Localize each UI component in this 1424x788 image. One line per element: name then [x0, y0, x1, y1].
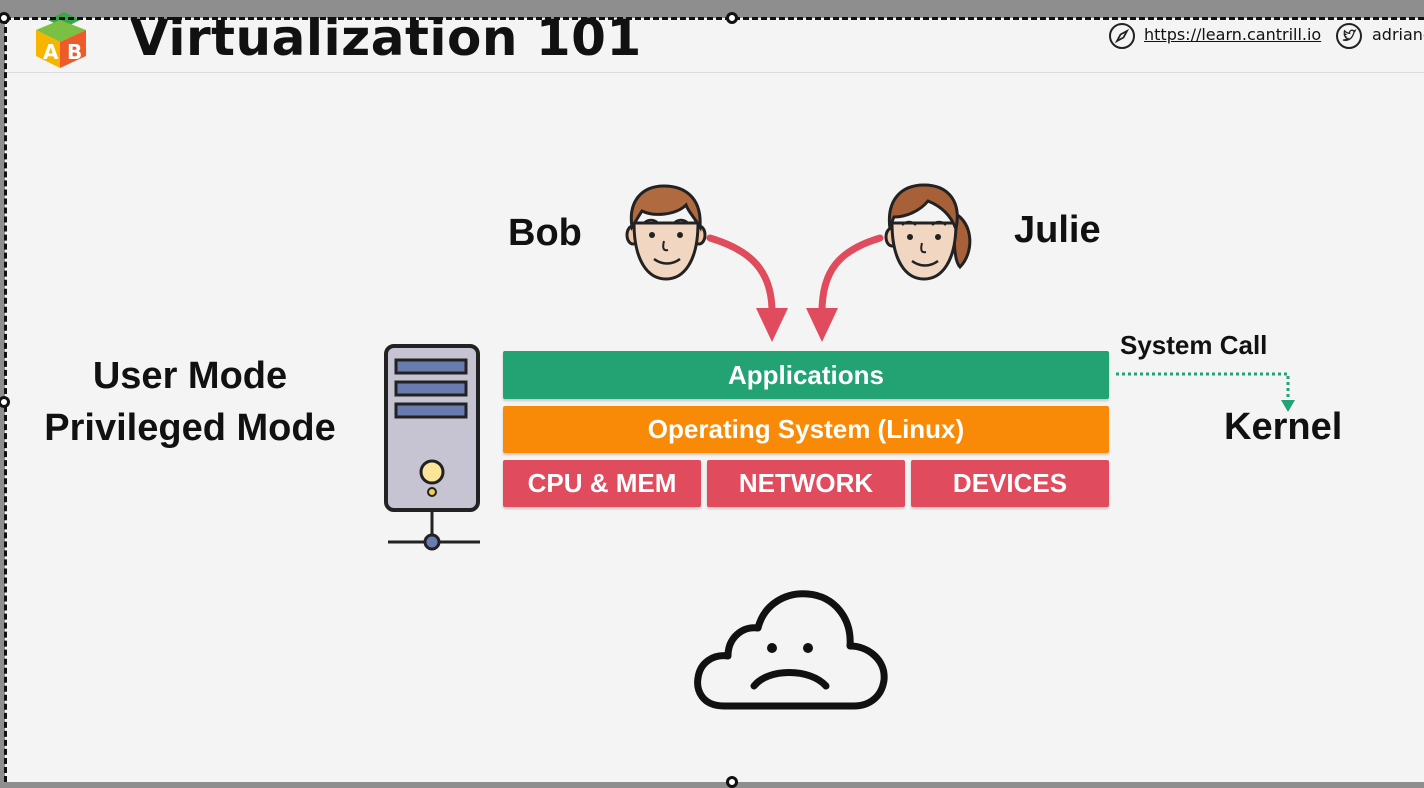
bob-label: Bob [508, 212, 582, 254]
julie-avatar-icon [884, 183, 972, 281]
selection-handle-bottom-center[interactable] [726, 776, 738, 788]
cpu-mem-layer: CPU & MEM [503, 460, 701, 507]
sad-cloud-icon [694, 590, 888, 710]
julie-arrow-icon [818, 234, 884, 316]
bob-avatar-icon [625, 184, 707, 281]
twitter-handle[interactable]: adrianc [1372, 25, 1424, 44]
svg-text:A: A [43, 40, 59, 64]
kernel-label: Kernel [1224, 406, 1343, 448]
svg-text:B: B [67, 40, 82, 64]
window-top-bar [0, 0, 1424, 18]
system-call-label: System Call [1120, 330, 1268, 360]
bob-arrowhead-icon [756, 308, 788, 342]
mode-labels: User Mode Privileged Mode [30, 350, 350, 454]
selection-handle-top-left[interactable] [0, 12, 10, 24]
devices-layer: DEVICES [911, 460, 1109, 507]
selection-handle-middle-left[interactable] [0, 396, 10, 408]
twitter-icon [1336, 23, 1362, 49]
website-link[interactable]: https://learn.cantrill.io [1144, 25, 1322, 44]
bob-arrow-icon [706, 234, 776, 316]
header-divider [5, 72, 1424, 73]
network-layer: NETWORK [707, 460, 905, 507]
selection-border-top [5, 17, 1424, 20]
system-call-arrow-icon [1116, 372, 1295, 412]
selection-handle-top-center[interactable] [726, 12, 738, 24]
user-mode-label: User Mode [92, 355, 288, 397]
server-tower-icon [384, 344, 480, 551]
julie-arrowhead-icon [806, 308, 838, 342]
julie-label: Julie [1014, 209, 1101, 251]
operating-system-layer: Operating System (Linux) [503, 406, 1109, 453]
abc-blocks-logo-icon: A B [36, 12, 86, 68]
compass-icon [1109, 23, 1135, 49]
privileged-mode-label: Privileged Mode [44, 407, 336, 449]
applications-layer: Applications [503, 351, 1109, 399]
user-arrows [706, 234, 884, 342]
